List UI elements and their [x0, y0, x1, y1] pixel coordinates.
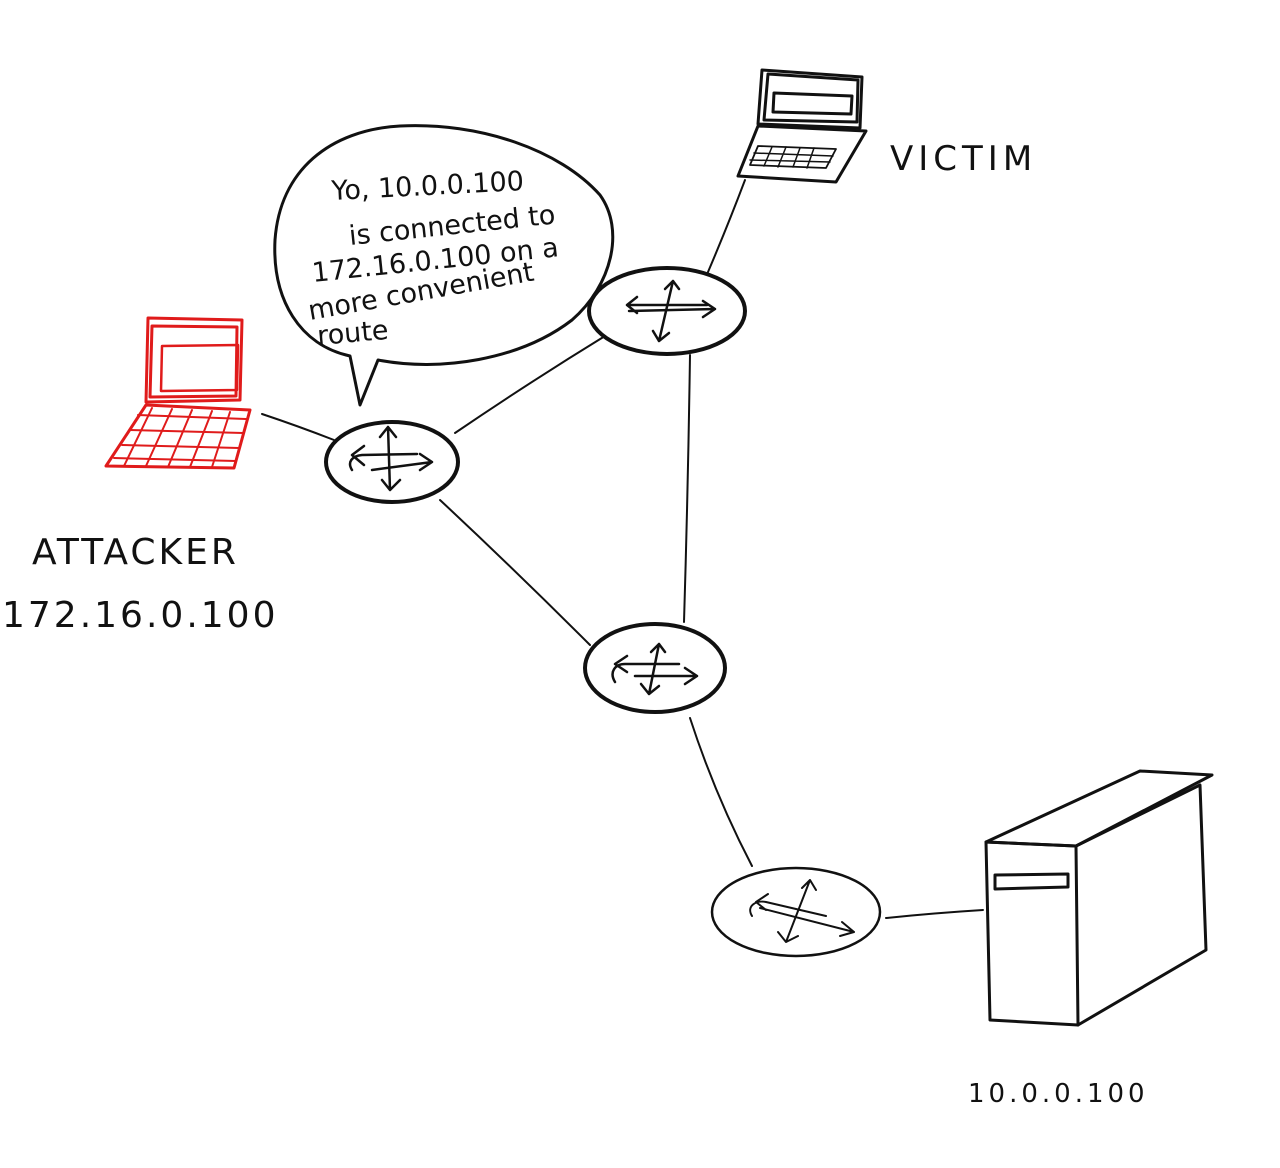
router-arrows-icon: [348, 425, 434, 492]
router-middle: [583, 622, 727, 714]
router-attacker: [324, 420, 460, 504]
link-router-a-to-router-c: [439, 499, 591, 646]
router-victim: [587, 266, 747, 356]
connections: [261, 179, 984, 919]
router-arrows-icon: [625, 279, 717, 343]
router-outline: [324, 420, 460, 504]
server-ip-label: 10.0.0.100: [968, 1079, 1149, 1109]
victim-laptop-icon: [736, 68, 868, 184]
router-outline: [710, 866, 882, 958]
link-router-b-to-router-c: [683, 354, 691, 623]
attacker-laptop-icon: [104, 316, 252, 470]
link-router-c-to-router-d: [689, 717, 753, 867]
router-outline: [587, 266, 747, 356]
speech-bubble-line-1: Yo, 10.0.0.100: [330, 166, 525, 207]
router-server: [710, 866, 882, 958]
speech-bubble-line-5: route: [316, 315, 390, 352]
link-router-d-to-server: [885, 909, 984, 919]
attacker-ip-label: 172.16.0.100: [2, 595, 278, 636]
victim-label: VICTIM: [890, 139, 1037, 179]
link-attacker-to-router: [261, 413, 335, 441]
link-router-a-to-router-b: [454, 335, 606, 434]
router-outline: [583, 622, 727, 714]
link-victim-to-router-b: [707, 179, 746, 273]
speech-bubble-outline: [273, 124, 615, 407]
attacker-label: ATTACKER: [32, 532, 239, 573]
server-icon: [984, 769, 1214, 1027]
router-arrows-icon: [611, 642, 699, 696]
router-arrows-icon: [749, 879, 855, 943]
